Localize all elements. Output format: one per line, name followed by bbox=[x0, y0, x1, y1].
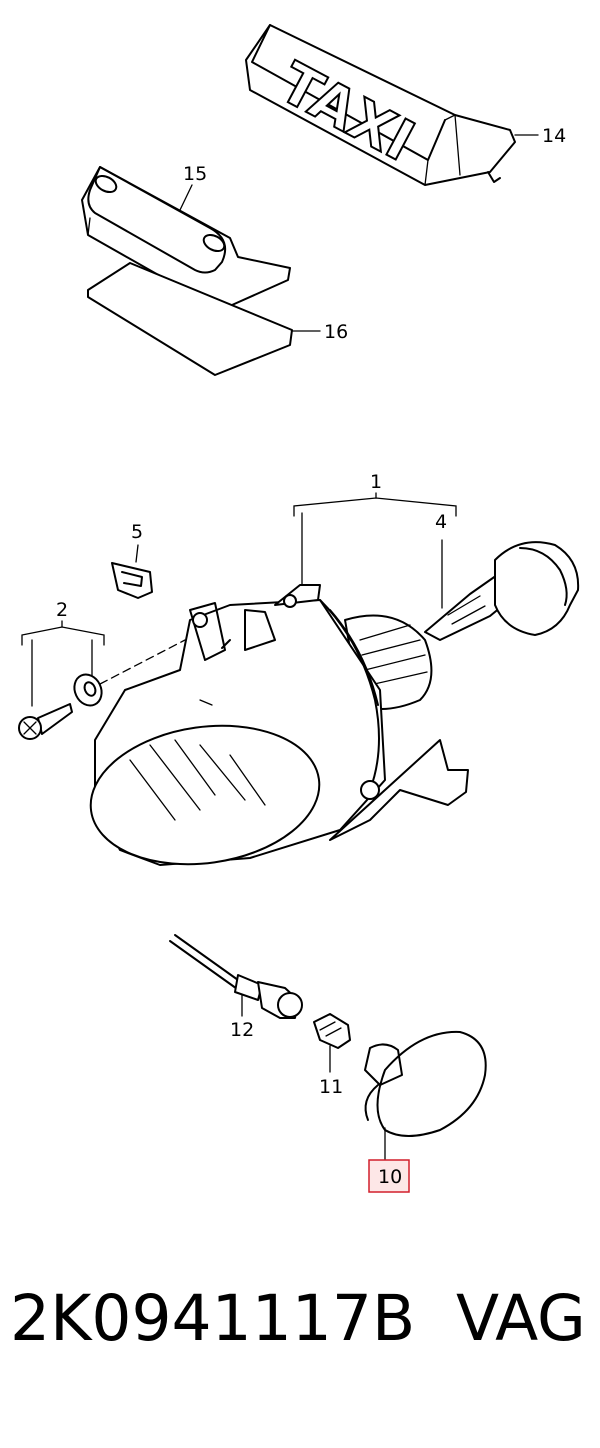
callout-2: 2 bbox=[56, 599, 68, 621]
side-marker-10 bbox=[364, 1030, 487, 1161]
callout-16: 16 bbox=[324, 321, 348, 343]
group-bracket-2 bbox=[21, 620, 105, 707]
washer bbox=[73, 673, 103, 707]
lamp-plate-15 bbox=[81, 166, 291, 311]
screw bbox=[18, 703, 73, 740]
bulb-11 bbox=[313, 1013, 351, 1073]
callout-11: 11 bbox=[319, 1076, 343, 1098]
callout-5: 5 bbox=[131, 521, 143, 543]
callout-10-highlight bbox=[368, 1159, 410, 1193]
leader-15 bbox=[179, 184, 193, 211]
fog-lamp-body bbox=[89, 584, 469, 866]
callout-10: 10 bbox=[378, 1166, 402, 1188]
callout-14: 14 bbox=[542, 125, 566, 147]
bulb-4 bbox=[424, 539, 580, 641]
brand-name: VAG bbox=[456, 1282, 586, 1355]
callout-15: 15 bbox=[183, 163, 207, 185]
socket-wire-12 bbox=[169, 934, 303, 1019]
callout-1: 1 bbox=[370, 471, 382, 493]
callout-12: 12 bbox=[230, 1019, 254, 1041]
assembly-axis bbox=[99, 639, 186, 685]
callout-4: 4 bbox=[435, 511, 447, 533]
part-number: 2K0941117B bbox=[10, 1282, 416, 1355]
part-number-footer: 2K0941117B VAG bbox=[10, 1282, 590, 1382]
group-bracket-1 bbox=[293, 492, 457, 599]
clip-5 bbox=[111, 544, 153, 599]
gasket-16 bbox=[87, 262, 321, 376]
taxi-roof-sign: TAXI bbox=[245, 24, 539, 186]
